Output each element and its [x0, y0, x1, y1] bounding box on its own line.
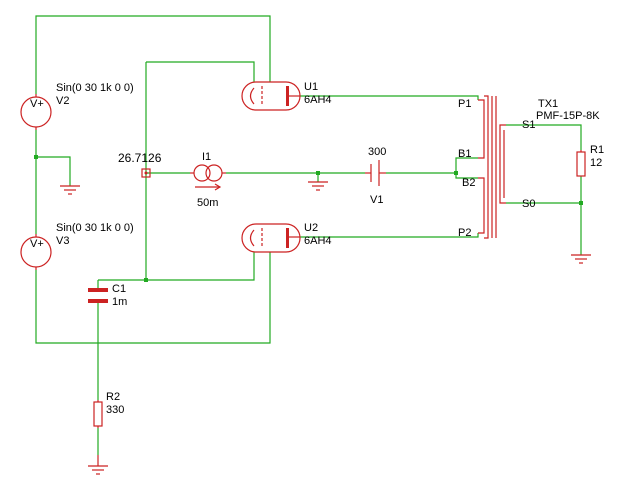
v3-label: V3 — [56, 235, 69, 247]
c1-label: C1 — [112, 283, 126, 295]
probe-value: 26.7126 — [118, 151, 162, 165]
voltage-probe-marker[interactable] — [141, 168, 151, 178]
ground-bottom — [88, 455, 108, 475]
junction-nodes — [34, 155, 583, 282]
tx1-label: TX1 — [538, 98, 558, 110]
tx1-pin-b1: B1 — [458, 148, 471, 160]
tx1-pin-p2: P2 — [458, 227, 471, 239]
r2-resistor[interactable] — [93, 400, 103, 428]
i1-value: 50m — [197, 197, 218, 209]
u2-label: U2 — [304, 222, 318, 234]
tx1-model: PMF-15P-8K — [536, 110, 600, 122]
u2-model: 6AH4 — [304, 235, 332, 247]
v3-symbol: V+ — [30, 238, 44, 250]
v2-label: V2 — [56, 95, 69, 107]
v1-battery[interactable] — [365, 160, 386, 186]
r1-label: R1 — [590, 144, 604, 156]
i1-label: I1 — [202, 151, 211, 163]
r2-label: R2 — [106, 391, 120, 403]
ground-right — [571, 254, 591, 264]
v1-label: V1 — [370, 194, 383, 206]
wires — [35, 15, 582, 455]
u1-model: 6AH4 — [304, 94, 332, 106]
v1-value: 300 — [368, 146, 386, 158]
ground-center — [308, 181, 328, 191]
i1-current-source[interactable] — [190, 164, 226, 191]
tx1-transformer[interactable] — [478, 95, 506, 239]
v2-source[interactable] — [20, 94, 52, 130]
r2-value: 330 — [106, 404, 124, 416]
v3-spec: Sin(0 30 1k 0 0) — [56, 222, 134, 234]
c1-value: 1m — [112, 296, 127, 308]
r1-resistor[interactable] — [576, 150, 586, 177]
tx1-pin-p1: P1 — [458, 98, 471, 110]
c1-capacitor[interactable] — [88, 288, 108, 303]
tx1-pin-b2: B2 — [462, 177, 475, 189]
ground-left — [60, 185, 80, 195]
u1-tube[interactable] — [241, 81, 301, 111]
v3-source[interactable] — [20, 234, 52, 270]
u2-tube[interactable] — [241, 223, 301, 253]
u1-label: U1 — [304, 81, 318, 93]
v2-spec: Sin(0 30 1k 0 0) — [56, 82, 134, 94]
v2-symbol: V+ — [30, 98, 44, 110]
tx1-pin-s1: S1 — [522, 119, 535, 131]
r1-value: 12 — [590, 157, 602, 169]
tx1-pin-s0: S0 — [522, 198, 535, 210]
